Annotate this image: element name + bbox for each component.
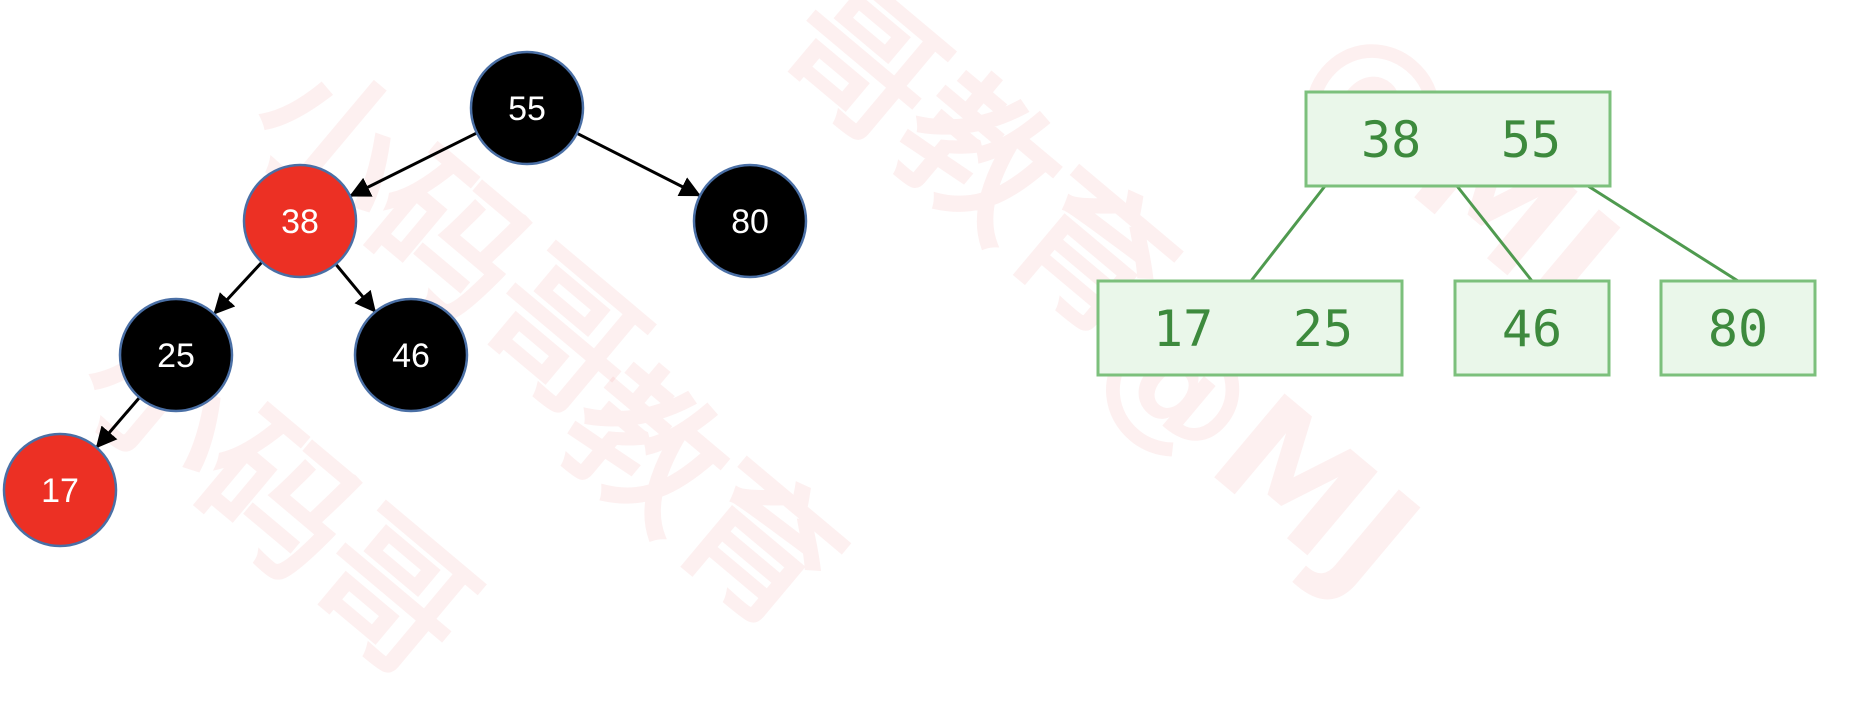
b-tree-key: 46 bbox=[1502, 300, 1562, 358]
b-tree-node-box bbox=[1659, 279, 1817, 377]
rb-node-17: 17 bbox=[2, 432, 118, 548]
rb-edge-n38-n46 bbox=[334, 263, 376, 313]
rb-node-label: 46 bbox=[392, 337, 430, 375]
b-tree-node-box bbox=[1304, 90, 1612, 188]
rb-node-circle bbox=[2, 432, 118, 548]
b-tree-edge-root-c1 bbox=[1249, 185, 1327, 282]
b-tree-key: 80 bbox=[1708, 300, 1768, 358]
rb-node-80: 80 bbox=[692, 163, 808, 279]
rb-node-label: 38 bbox=[281, 203, 319, 241]
rb-edge-n55-n38 bbox=[349, 131, 478, 197]
b-tree-node-c2: 46 bbox=[1453, 279, 1611, 377]
red-black-tree: 55 38 80 25 46 17 bbox=[2, 50, 808, 548]
b-tree-edges bbox=[1249, 184, 1739, 283]
rb-node-circle bbox=[469, 50, 585, 166]
b-tree-key: 25 bbox=[1293, 300, 1353, 358]
rb-node-55: 55 bbox=[469, 50, 585, 166]
b-tree-node-box bbox=[1096, 279, 1404, 377]
b-tree-key: 17 bbox=[1153, 300, 1213, 358]
red-black-tree-edges bbox=[95, 131, 702, 449]
rb-node-label: 80 bbox=[731, 203, 769, 241]
rb-node-label: 55 bbox=[508, 90, 546, 128]
rb-edge-n55-n80 bbox=[576, 131, 702, 197]
b-tree-edge-root-c3 bbox=[1587, 184, 1739, 283]
rb-node-circle bbox=[242, 163, 358, 279]
rb-node-circle bbox=[118, 297, 234, 413]
b-tree-key: 55 bbox=[1501, 111, 1561, 169]
b-tree-node-c3: 80 bbox=[1659, 279, 1817, 377]
b-tree-node-box bbox=[1453, 279, 1611, 377]
rb-node-label: 17 bbox=[41, 472, 79, 510]
b-tree-edge-root-c2 bbox=[1455, 185, 1534, 282]
rb-node-circle bbox=[692, 163, 808, 279]
rb-node-circle bbox=[353, 297, 469, 413]
rb-node-38: 38 bbox=[242, 163, 358, 279]
rb-edge-n25-n17 bbox=[95, 396, 141, 449]
b-tree-node-root: 38 55 bbox=[1304, 90, 1612, 188]
rb-node-label: 25 bbox=[157, 337, 195, 375]
rb-node-25: 25 bbox=[118, 297, 234, 413]
rb-node-46: 46 bbox=[353, 297, 469, 413]
b-tree-key: 38 bbox=[1361, 111, 1421, 169]
rb-edge-n38-n25 bbox=[213, 261, 264, 315]
